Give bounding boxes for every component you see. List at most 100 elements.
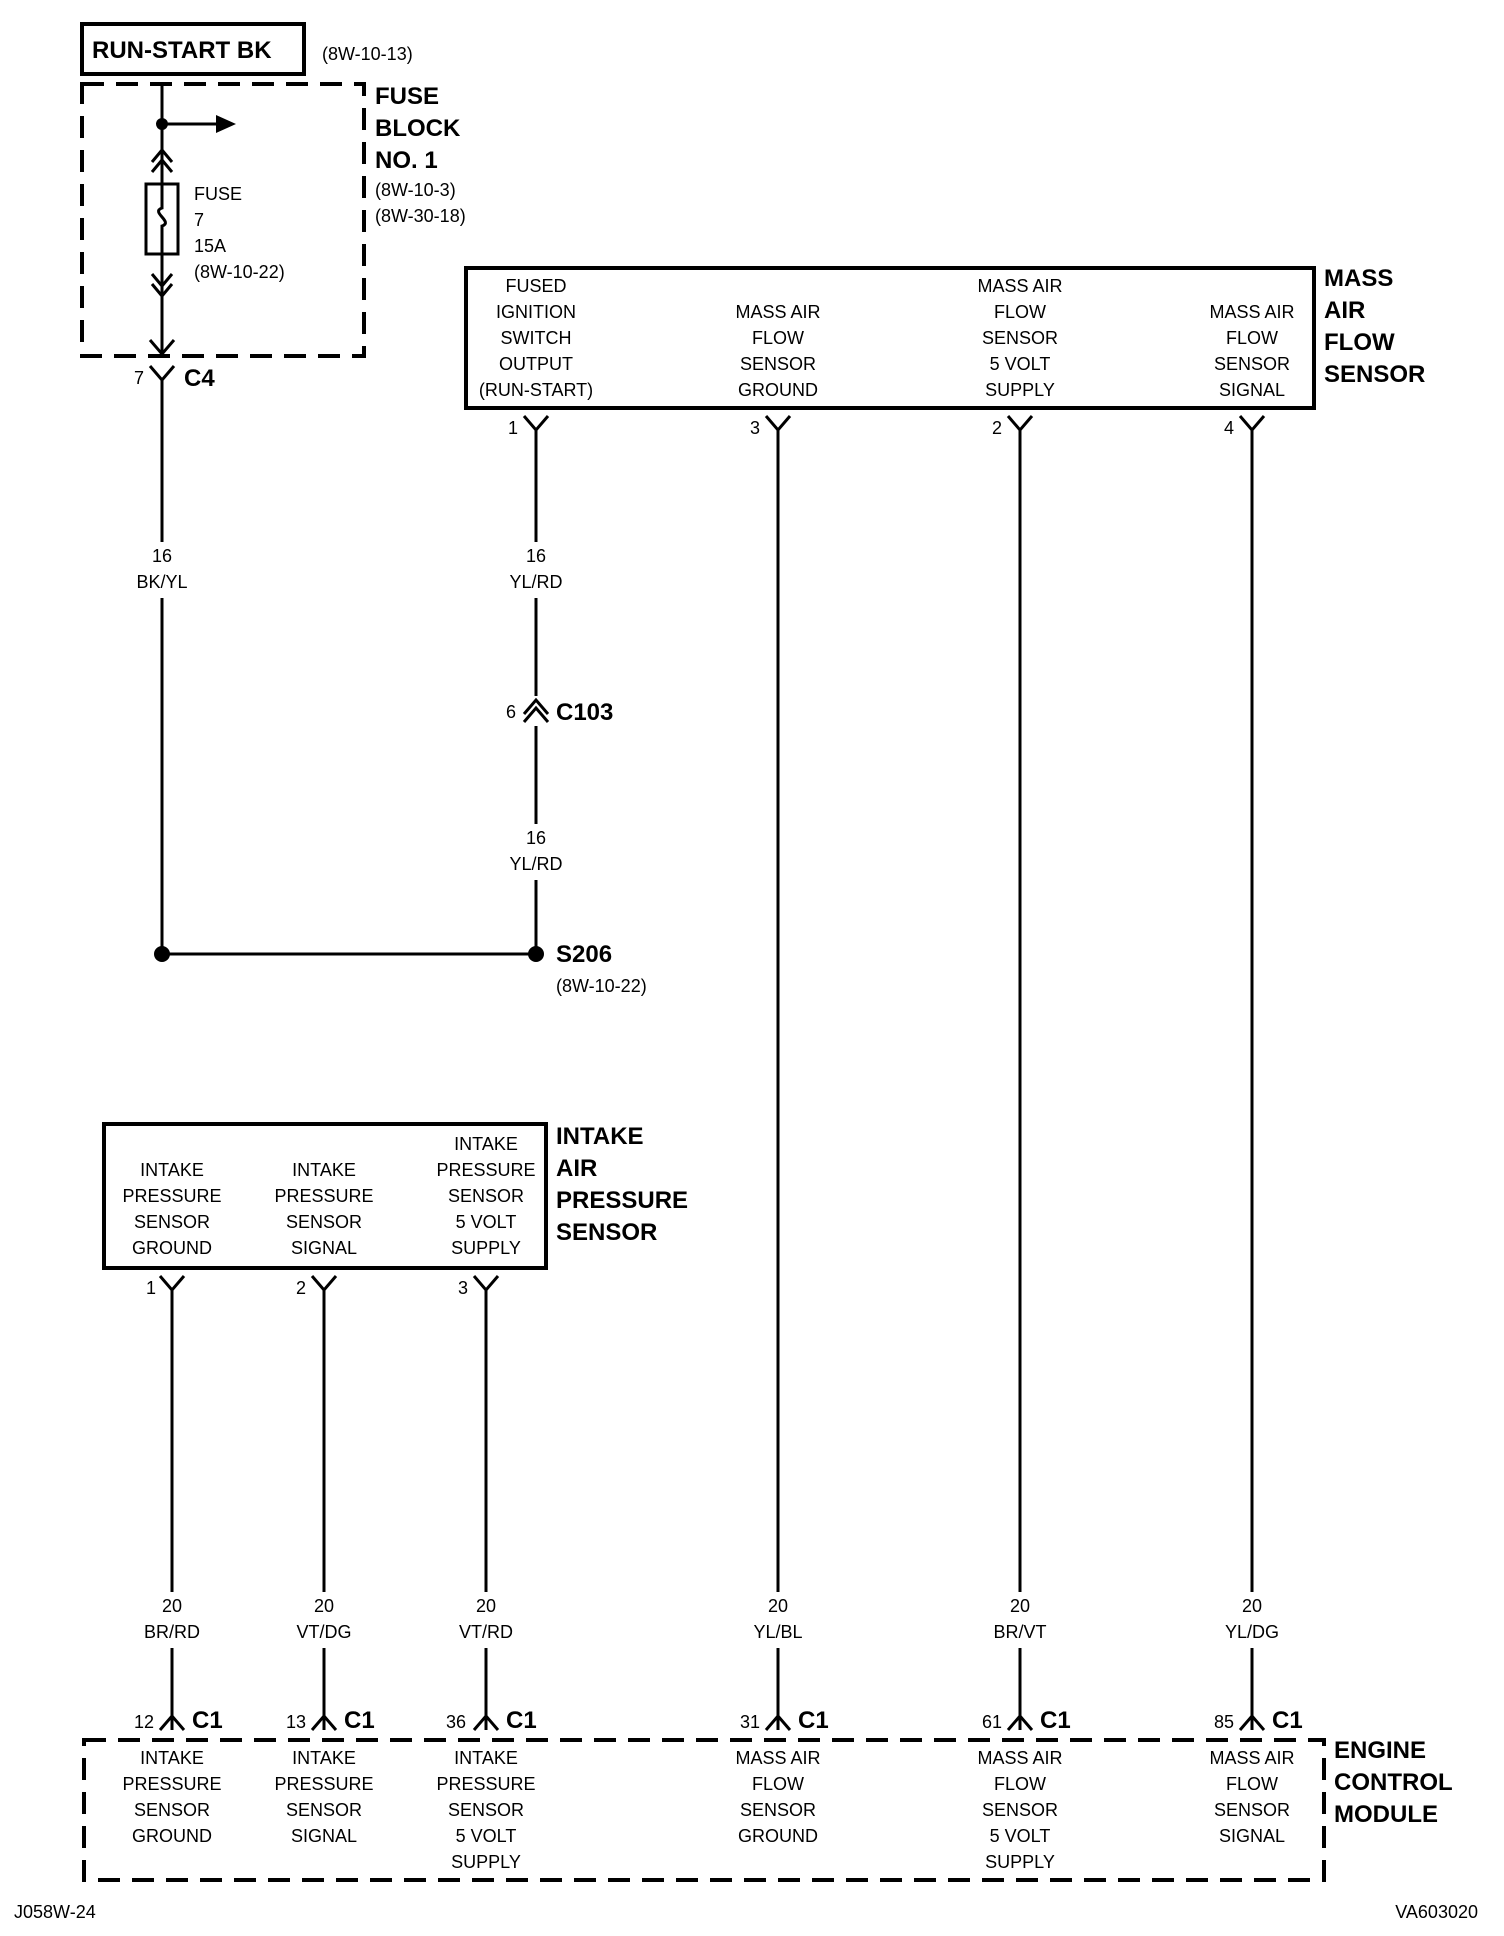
svg-text:INTAKE: INTAKE (454, 1748, 518, 1768)
wire-yl-rd-upper-color: YL/RD (509, 572, 562, 592)
footer-right-code: VA603020 (1395, 1902, 1478, 1922)
svg-text:3: 3 (750, 418, 760, 438)
svg-text:36: 36 (446, 1712, 466, 1732)
svg-text:(RUN-START): (RUN-START) (479, 380, 593, 400)
svg-text:FLOW: FLOW (994, 1774, 1046, 1794)
svg-text:C1: C1 (798, 1707, 829, 1734)
ecm-pin-36: 36 C1 (446, 1707, 537, 1734)
svg-text:PRESSURE: PRESSURE (556, 1187, 688, 1214)
svg-text:INTAKE: INTAKE (140, 1748, 204, 1768)
svg-text:AIR: AIR (1324, 297, 1365, 324)
svg-text:YL/DG: YL/DG (1225, 1622, 1279, 1642)
svg-text:MASS AIR: MASS AIR (735, 1748, 820, 1768)
svg-text:SIGNAL: SIGNAL (291, 1238, 357, 1258)
splice-dot-right (528, 946, 544, 962)
svg-text:FLOW: FLOW (752, 1774, 804, 1794)
svg-text:20: 20 (162, 1596, 182, 1616)
splice-ref: (8W-10-22) (556, 976, 647, 996)
wire-yl-rd-upper-gauge: 16 (526, 546, 546, 566)
iap-pin-3: 3 (458, 1275, 500, 1298)
ecm-pin-13: 13 C1 (286, 1707, 375, 1734)
svg-text:15A: 15A (194, 236, 226, 256)
iap-sensor-title: INTAKE AIR PRESSURE SENSOR (556, 1123, 688, 1246)
svg-text:C1: C1 (506, 1707, 537, 1734)
svg-text:VT/DG: VT/DG (296, 1622, 351, 1642)
svg-text:SENSOR: SENSOR (448, 1800, 524, 1820)
svg-text:SENSOR: SENSOR (982, 1800, 1058, 1820)
wire-bk-yl-gauge: 16 (152, 546, 172, 566)
wire-label-vt-rd: 20 VT/RD (442, 1592, 530, 1648)
iap-col-5v-supply: INTAKE PRESSURE SENSOR 5 VOLT SUPPLY (436, 1134, 535, 1258)
svg-text:BR/VT: BR/VT (993, 1622, 1046, 1642)
svg-text:SIGNAL: SIGNAL (291, 1826, 357, 1846)
wire-bk-yl-color: BK/YL (136, 572, 187, 592)
iap-sensor-box (102, 1122, 548, 1270)
power-source-box (80, 22, 306, 76)
maf-pin-4: 4 (1224, 415, 1266, 438)
svg-text:PRESSURE: PRESSURE (436, 1160, 535, 1180)
svg-text:5 VOLT: 5 VOLT (990, 1826, 1051, 1846)
ecm-col-iap-5v: INTAKE PRESSURE SENSOR 5 VOLT SUPPLY (436, 1748, 535, 1872)
svg-text:BLOCK: BLOCK (375, 115, 461, 142)
svg-text:FLOW: FLOW (994, 302, 1046, 322)
svg-text:SENSOR: SENSOR (448, 1186, 524, 1206)
ecm-pin-61: 61 C1 (982, 1707, 1071, 1734)
svg-text:C1: C1 (344, 1707, 375, 1734)
svg-text:PRESSURE: PRESSURE (274, 1774, 373, 1794)
svg-text:INTAKE: INTAKE (292, 1160, 356, 1180)
svg-text:61: 61 (982, 1712, 1002, 1732)
ecm-box (82, 1738, 1326, 1882)
svg-text:PRESSURE: PRESSURE (436, 1774, 535, 1794)
iap-pin-2: 2 (296, 1275, 338, 1298)
svg-text:FLOW: FLOW (752, 328, 804, 348)
wire-label-yl-bl: 20 YL/BL (734, 1592, 822, 1648)
svg-text:FUSED: FUSED (505, 276, 566, 296)
power-source-ref: (8W-10-13) (322, 44, 413, 64)
svg-text:INTAKE: INTAKE (556, 1123, 644, 1150)
wire-label-br-vt: 20 BR/VT (976, 1592, 1064, 1648)
svg-text:C1: C1 (1272, 1707, 1303, 1734)
svg-text:AIR: AIR (556, 1155, 597, 1182)
svg-text:20: 20 (1242, 1596, 1262, 1616)
c4-connector-label: C4 (184, 365, 215, 392)
wire-label-yl-dg: 20 YL/DG (1208, 1592, 1296, 1648)
svg-text:PRESSURE: PRESSURE (274, 1186, 373, 1206)
svg-text:SENSOR: SENSOR (286, 1212, 362, 1232)
svg-text:SENSOR: SENSOR (1324, 361, 1425, 388)
svg-text:2: 2 (992, 418, 1002, 438)
iap-col-ground: INTAKE PRESSURE SENSOR GROUND (122, 1160, 221, 1258)
svg-text:85: 85 (1214, 1712, 1234, 1732)
ecm-pin-31: 31 C1 (740, 1707, 829, 1734)
svg-text:SENSOR: SENSOR (740, 354, 816, 374)
svg-text:FLOW: FLOW (1226, 328, 1278, 348)
svg-text:SENSOR: SENSOR (982, 328, 1058, 348)
svg-text:FLOW: FLOW (1324, 329, 1395, 356)
c4-pin-number: 7 (134, 368, 144, 388)
svg-text:SENSOR: SENSOR (286, 1800, 362, 1820)
svg-text:12: 12 (134, 1712, 154, 1732)
svg-text:SENSOR: SENSOR (134, 1800, 210, 1820)
svg-text:VT/RD: VT/RD (459, 1622, 513, 1642)
svg-text:C1: C1 (192, 1707, 223, 1734)
power-source-label: RUN-START BK (92, 37, 272, 64)
svg-text:SENSOR: SENSOR (1214, 354, 1290, 374)
svg-text:5 VOLT: 5 VOLT (990, 354, 1051, 374)
fuse-block-title: FUSE BLOCK NO. 1 (8W-10-3) (8W-30-18) (375, 83, 466, 226)
svg-text:3: 3 (458, 1278, 468, 1298)
iap-col-signal: INTAKE PRESSURE SENSOR SIGNAL (274, 1160, 373, 1258)
svg-text:SIGNAL: SIGNAL (1219, 1826, 1285, 1846)
svg-text:1: 1 (146, 1278, 156, 1298)
svg-text:20: 20 (314, 1596, 334, 1616)
svg-text:(8W-10-22): (8W-10-22) (194, 262, 285, 282)
ecm-col-iap-signal: INTAKE PRESSURE SENSOR SIGNAL (274, 1748, 373, 1846)
maf-pin-3: 3 (750, 415, 792, 438)
svg-text:GROUND: GROUND (738, 380, 818, 400)
svg-text:(8W-10-3): (8W-10-3) (375, 180, 456, 200)
svg-text:5 VOLT: 5 VOLT (456, 1826, 517, 1846)
svg-text:SUPPLY: SUPPLY (985, 1852, 1055, 1872)
svg-text:2: 2 (296, 1278, 306, 1298)
svg-text:GROUND: GROUND (132, 1826, 212, 1846)
svg-text:ENGINE: ENGINE (1334, 1737, 1426, 1764)
svg-text:SUPPLY: SUPPLY (985, 380, 1055, 400)
c103-pin-number: 6 (506, 702, 516, 722)
